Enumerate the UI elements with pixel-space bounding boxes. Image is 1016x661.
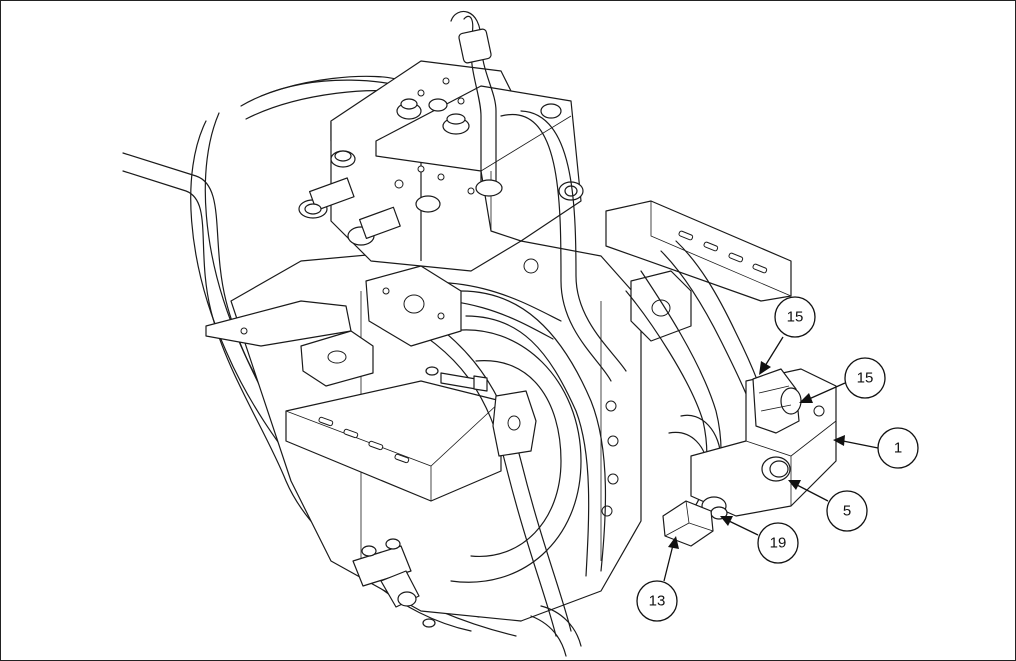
callout-circle xyxy=(774,296,816,338)
elbow-fitting xyxy=(752,368,802,434)
callout-circle xyxy=(877,427,919,469)
fitting-cap xyxy=(330,150,356,168)
bolt xyxy=(425,366,488,392)
callout-5: 5 xyxy=(788,480,868,532)
flange xyxy=(365,265,462,347)
callout-15-right: 15 xyxy=(799,357,886,403)
right-mounting-bracket xyxy=(605,200,792,302)
callout-label: 5 xyxy=(843,503,851,520)
callout-label: 13 xyxy=(649,593,666,610)
fitting-cap xyxy=(540,103,562,119)
callout-circle xyxy=(844,357,886,399)
callout-19: 19 xyxy=(720,516,799,564)
callout-13: 13 xyxy=(636,536,679,622)
callout-15-upper: 15 xyxy=(759,296,816,375)
fitting-cap xyxy=(558,181,584,201)
fitting-cap xyxy=(415,195,441,213)
port-plug xyxy=(761,456,791,482)
callout-circle xyxy=(636,580,678,622)
valve-fittings xyxy=(298,98,584,246)
callout-circle xyxy=(757,522,799,564)
callout-label: 15 xyxy=(787,309,804,326)
flange xyxy=(300,330,374,387)
callout-label: 19 xyxy=(770,535,787,552)
top-riser-hose xyxy=(450,11,503,197)
fitting-cap xyxy=(442,113,470,135)
hex-fitting xyxy=(662,500,714,547)
fitting-cap xyxy=(347,206,401,246)
callout-label: 1 xyxy=(894,440,902,457)
flange-fittings xyxy=(300,265,692,457)
callout-1: 1 xyxy=(833,427,919,469)
callout-label: 15 xyxy=(857,370,874,387)
left-mounting-bracket xyxy=(285,380,502,502)
callout-circle xyxy=(826,490,868,532)
fitting-cap xyxy=(428,98,448,112)
bottom-fittings xyxy=(352,538,582,657)
flange xyxy=(492,390,537,457)
control-valve-stack xyxy=(330,60,582,274)
flange xyxy=(630,270,692,342)
fitting-cap xyxy=(298,177,355,219)
fitting-cap xyxy=(396,98,422,120)
